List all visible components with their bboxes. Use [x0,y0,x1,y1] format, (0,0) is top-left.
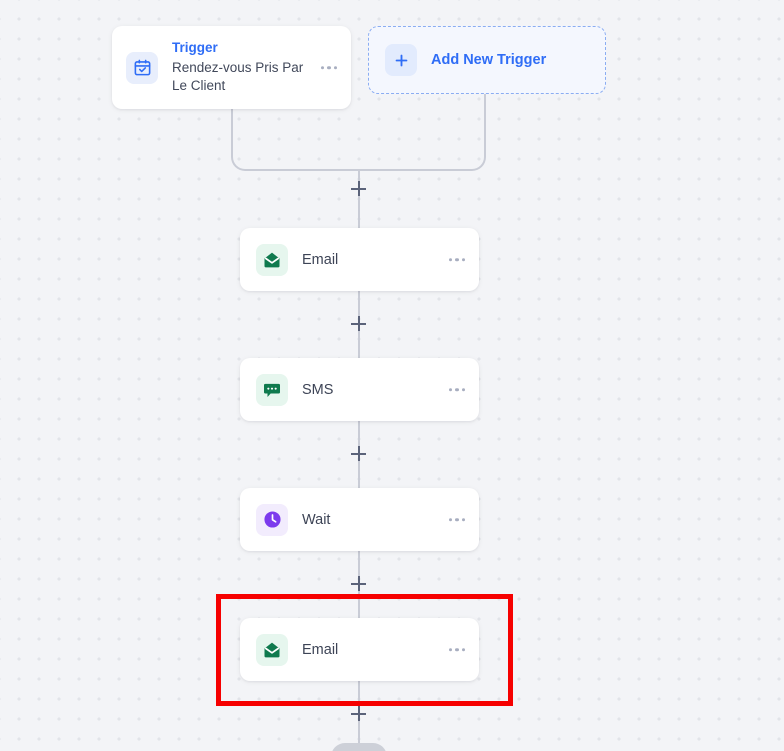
plus-icon [385,44,417,76]
connector-line-7 [358,681,360,706]
add-step-button-3[interactable] [351,576,366,591]
envelope-icon [256,243,288,276]
add-step-button-0[interactable] [351,181,366,196]
partial-node-below-fold[interactable] [331,743,387,751]
trigger-kind-label: Trigger [172,39,218,55]
calendar-check-icon [126,51,158,84]
connector-elbow-trigger [231,109,360,171]
envelope-icon [256,633,288,666]
add-new-trigger-label: Add New Trigger [431,52,547,68]
add-step-button-1[interactable] [351,316,366,331]
step-overflow-menu[interactable] [448,647,465,652]
step-overflow-menu[interactable] [448,517,465,522]
connector-line-1 [358,291,360,316]
step-overflow-menu[interactable] [448,387,465,392]
chat-bubble-icon [256,373,288,406]
step-label: Email [302,641,339,658]
step-label: SMS [302,381,334,398]
step-node-wait[interactable]: Wait [240,488,479,551]
connector-line-merge [358,171,360,181]
connector-line-6 [358,591,360,618]
connector-line-3 [358,421,360,446]
connector-line-5 [358,551,360,576]
clock-icon [256,503,288,536]
connector-line-4 [358,461,360,488]
add-new-trigger-button[interactable]: Add New Trigger [368,26,606,94]
connector-line-8 [358,721,360,745]
add-step-button-4[interactable] [351,706,366,721]
trigger-node[interactable]: Trigger Rendez-vous Pris Par Le Client [112,26,351,109]
trigger-overflow-menu[interactable] [320,65,337,70]
step-node-email-1[interactable]: Email [240,228,479,291]
step-overflow-menu[interactable] [448,257,465,262]
trigger-name-label: Rendez-vous Pris Par Le Client [172,59,304,93]
connector-elbow-add-trigger [360,94,486,171]
step-node-sms[interactable]: SMS [240,358,479,421]
step-label: Wait [302,511,331,528]
connector-line-2 [358,331,360,358]
step-node-email-2[interactable]: Email [240,618,479,681]
connector-line-to-email-1 [358,196,360,228]
step-label: Email [302,251,339,268]
add-step-button-2[interactable] [351,446,366,461]
